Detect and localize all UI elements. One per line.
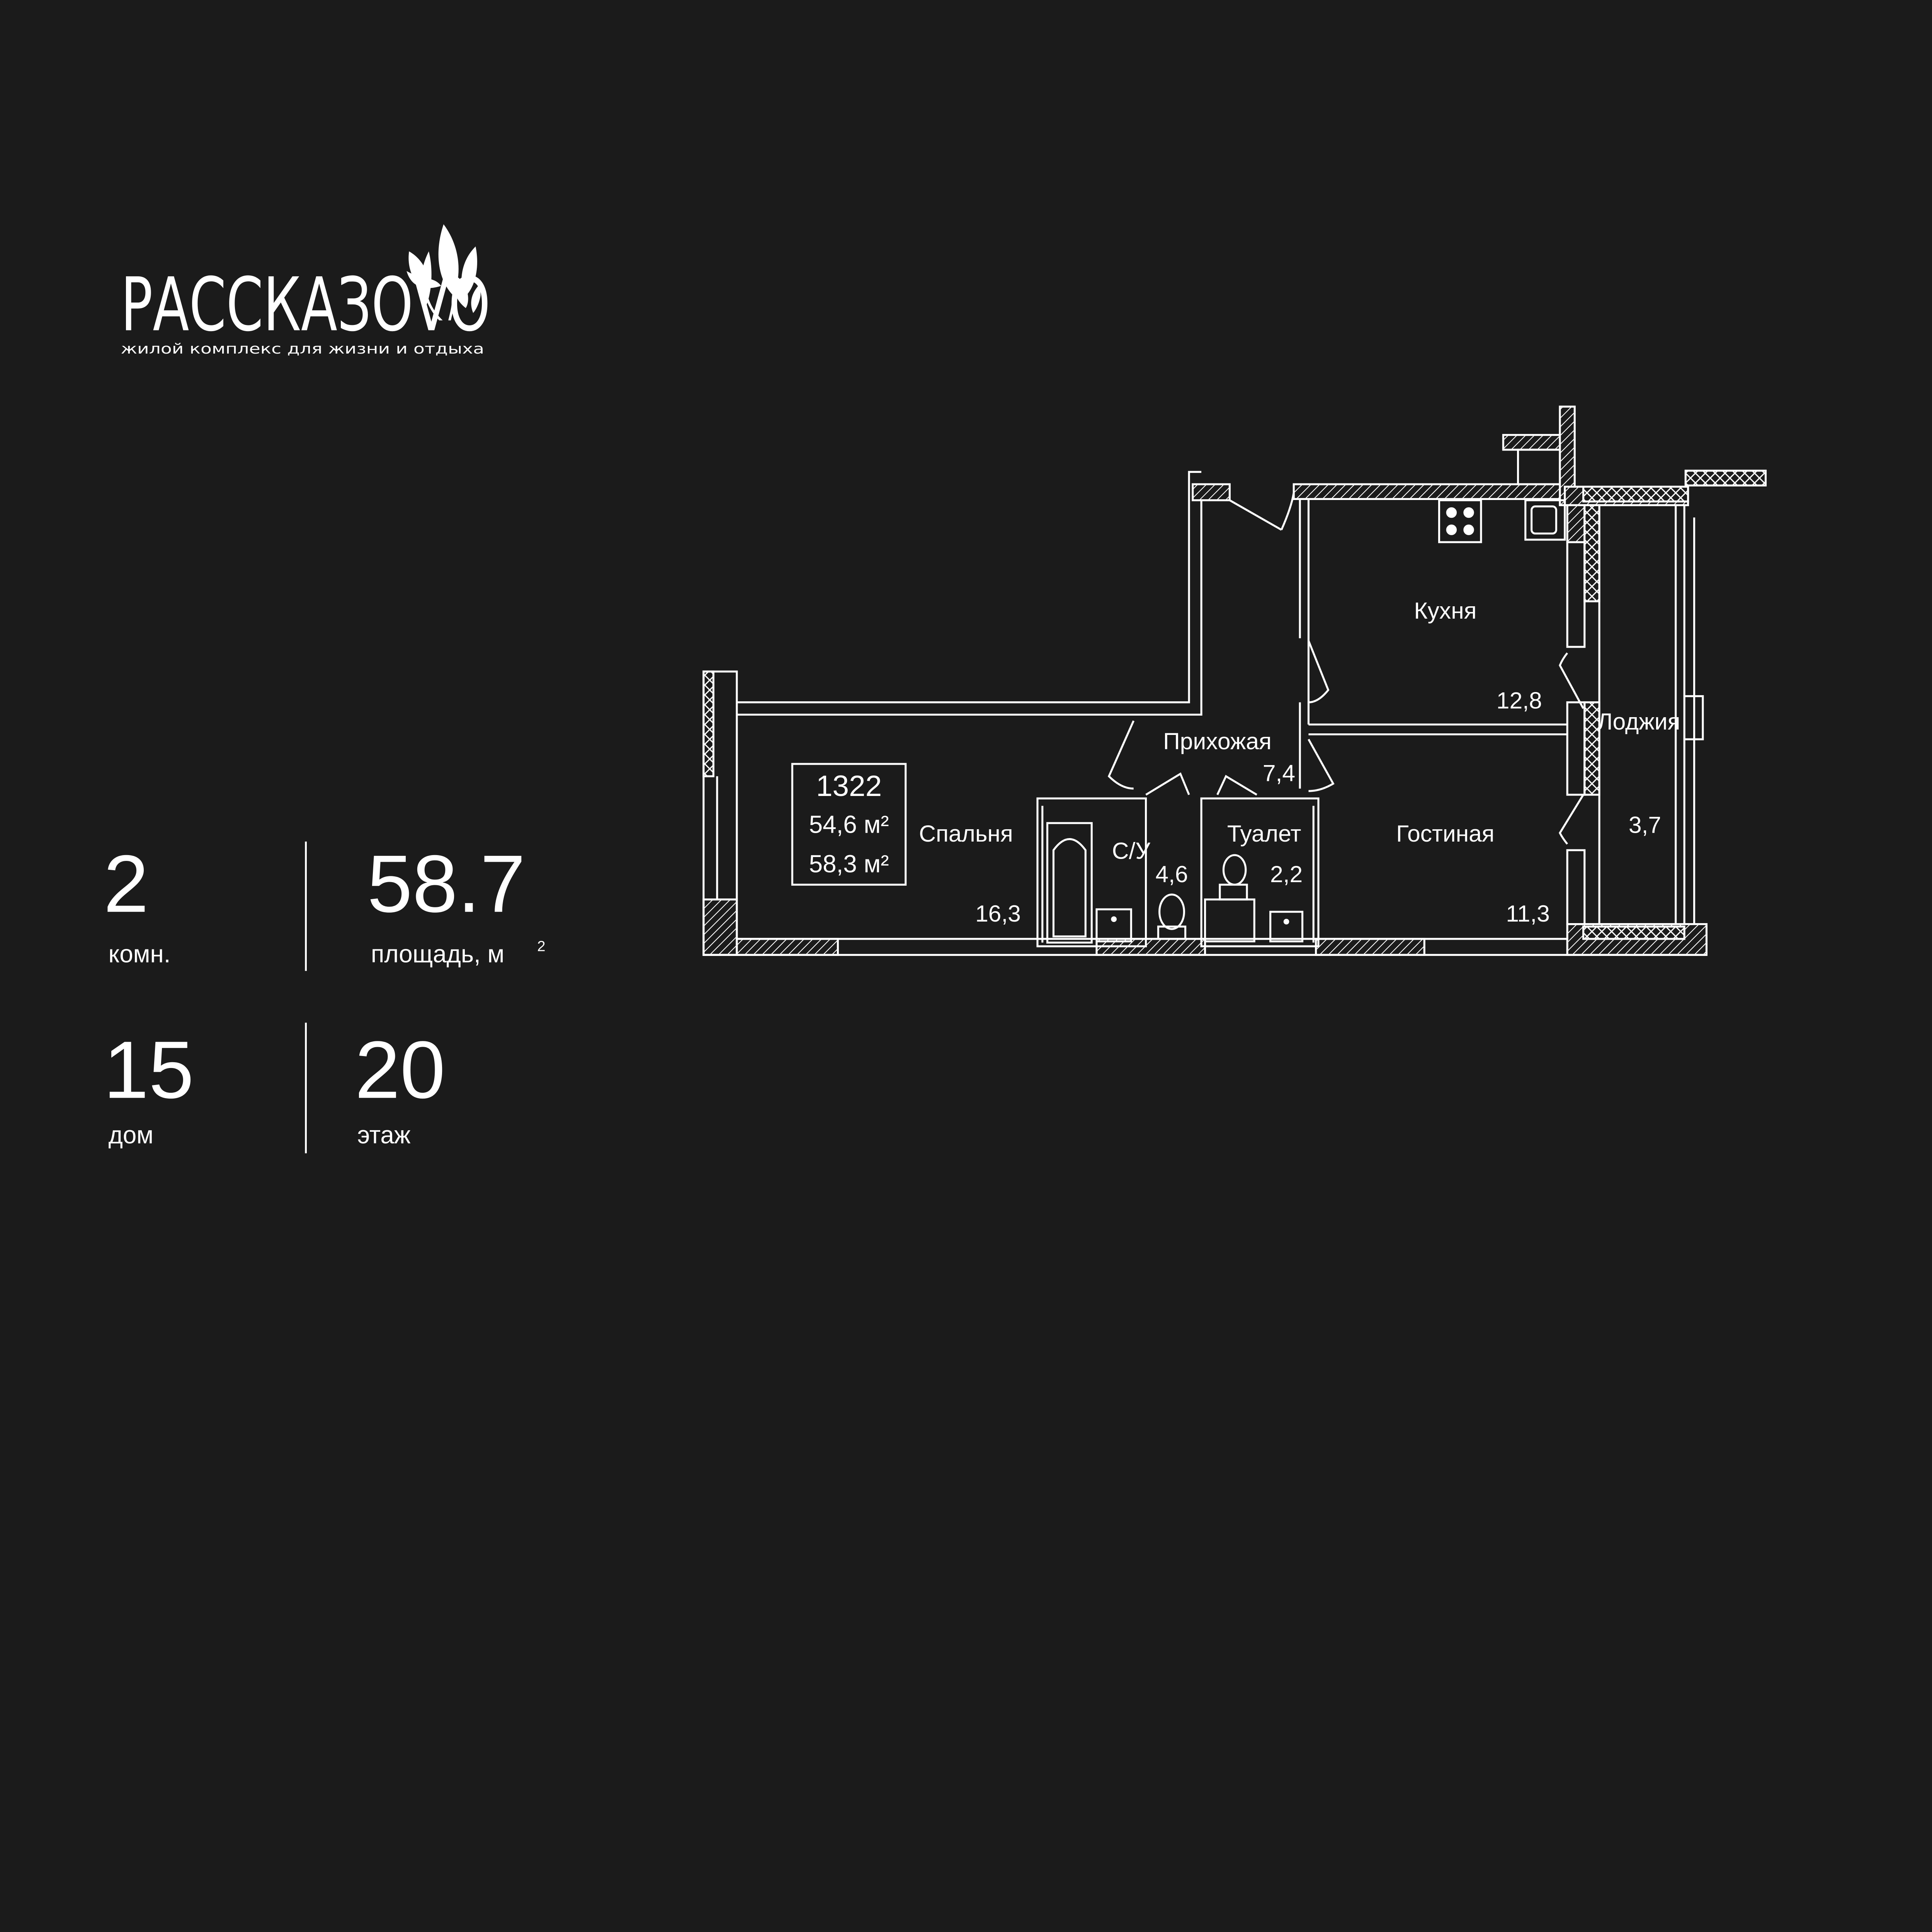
brand-tagline: жилой комплекс для жизни и отдыха [121, 340, 485, 357]
area-value: 58.7 [367, 838, 526, 929]
room-area-loggia: 3,7 [1629, 812, 1661, 838]
room-name-bathroom: С/У [1112, 838, 1151, 864]
floor-plan: 1322 54,6 м² 58,3 м² Кухня 12,8 Прихожая… [702, 405, 1767, 956]
walls [702, 405, 1767, 956]
rooms-value: 2 [104, 838, 149, 929]
area-unit-sup: 2 [537, 938, 545, 955]
room-name-toilet: Туалет [1227, 820, 1301, 847]
living-area: 54,6 м² [809, 811, 889, 838]
floor-label: этаж [357, 1121, 411, 1149]
room-name-kitchen: Кухня [1414, 597, 1476, 624]
room-area-bedroom: 16,3 [975, 900, 1021, 927]
room-labels: 1322 54,6 м² 58,3 м² Кухня 12,8 Прихожая… [809, 597, 1680, 927]
house-label: дом [109, 1121, 154, 1149]
brand-logo: РАССКАЗОVO [121, 262, 491, 348]
cabinet-icon [1095, 908, 1132, 942]
room-name-living: Гостиная [1396, 820, 1494, 847]
room-area-hallway: 7,4 [1263, 760, 1295, 786]
page: РАССКАЗОVO жилой комплекс для жизни и от… [103, 224, 1767, 1153]
stats-divider [305, 1022, 307, 1153]
sink-icon [1204, 898, 1255, 942]
cabinet-icon [1269, 911, 1304, 942]
floor-value: 20 [355, 1024, 445, 1115]
room-area-kitchen: 12,8 [1497, 687, 1542, 714]
apartment-number: 1322 [816, 770, 882, 803]
room-area-bathroom: 4,6 [1155, 861, 1188, 887]
bathtub-icon [1046, 822, 1093, 944]
rooms-label: комн. [109, 940, 171, 968]
sink-icon [1524, 499, 1566, 541]
stove-icon [1438, 499, 1482, 543]
stats-divider [305, 841, 307, 971]
room-area-living: 11,3 [1506, 900, 1549, 927]
leaves-logo-icon [406, 224, 481, 321]
apartment-info-box [791, 763, 907, 886]
house-value: 15 [104, 1024, 194, 1115]
area-label: площадь, м [371, 940, 505, 968]
total-area: 58,3 м² [809, 850, 889, 878]
room-area-toilet: 2,2 [1270, 861, 1303, 887]
toilet-icon [1158, 893, 1185, 930]
room-name-hallway: Прихожая [1163, 728, 1272, 754]
room-name-bedroom: Спальня [919, 820, 1013, 847]
room-name-loggia: Лоджия [1597, 708, 1680, 735]
